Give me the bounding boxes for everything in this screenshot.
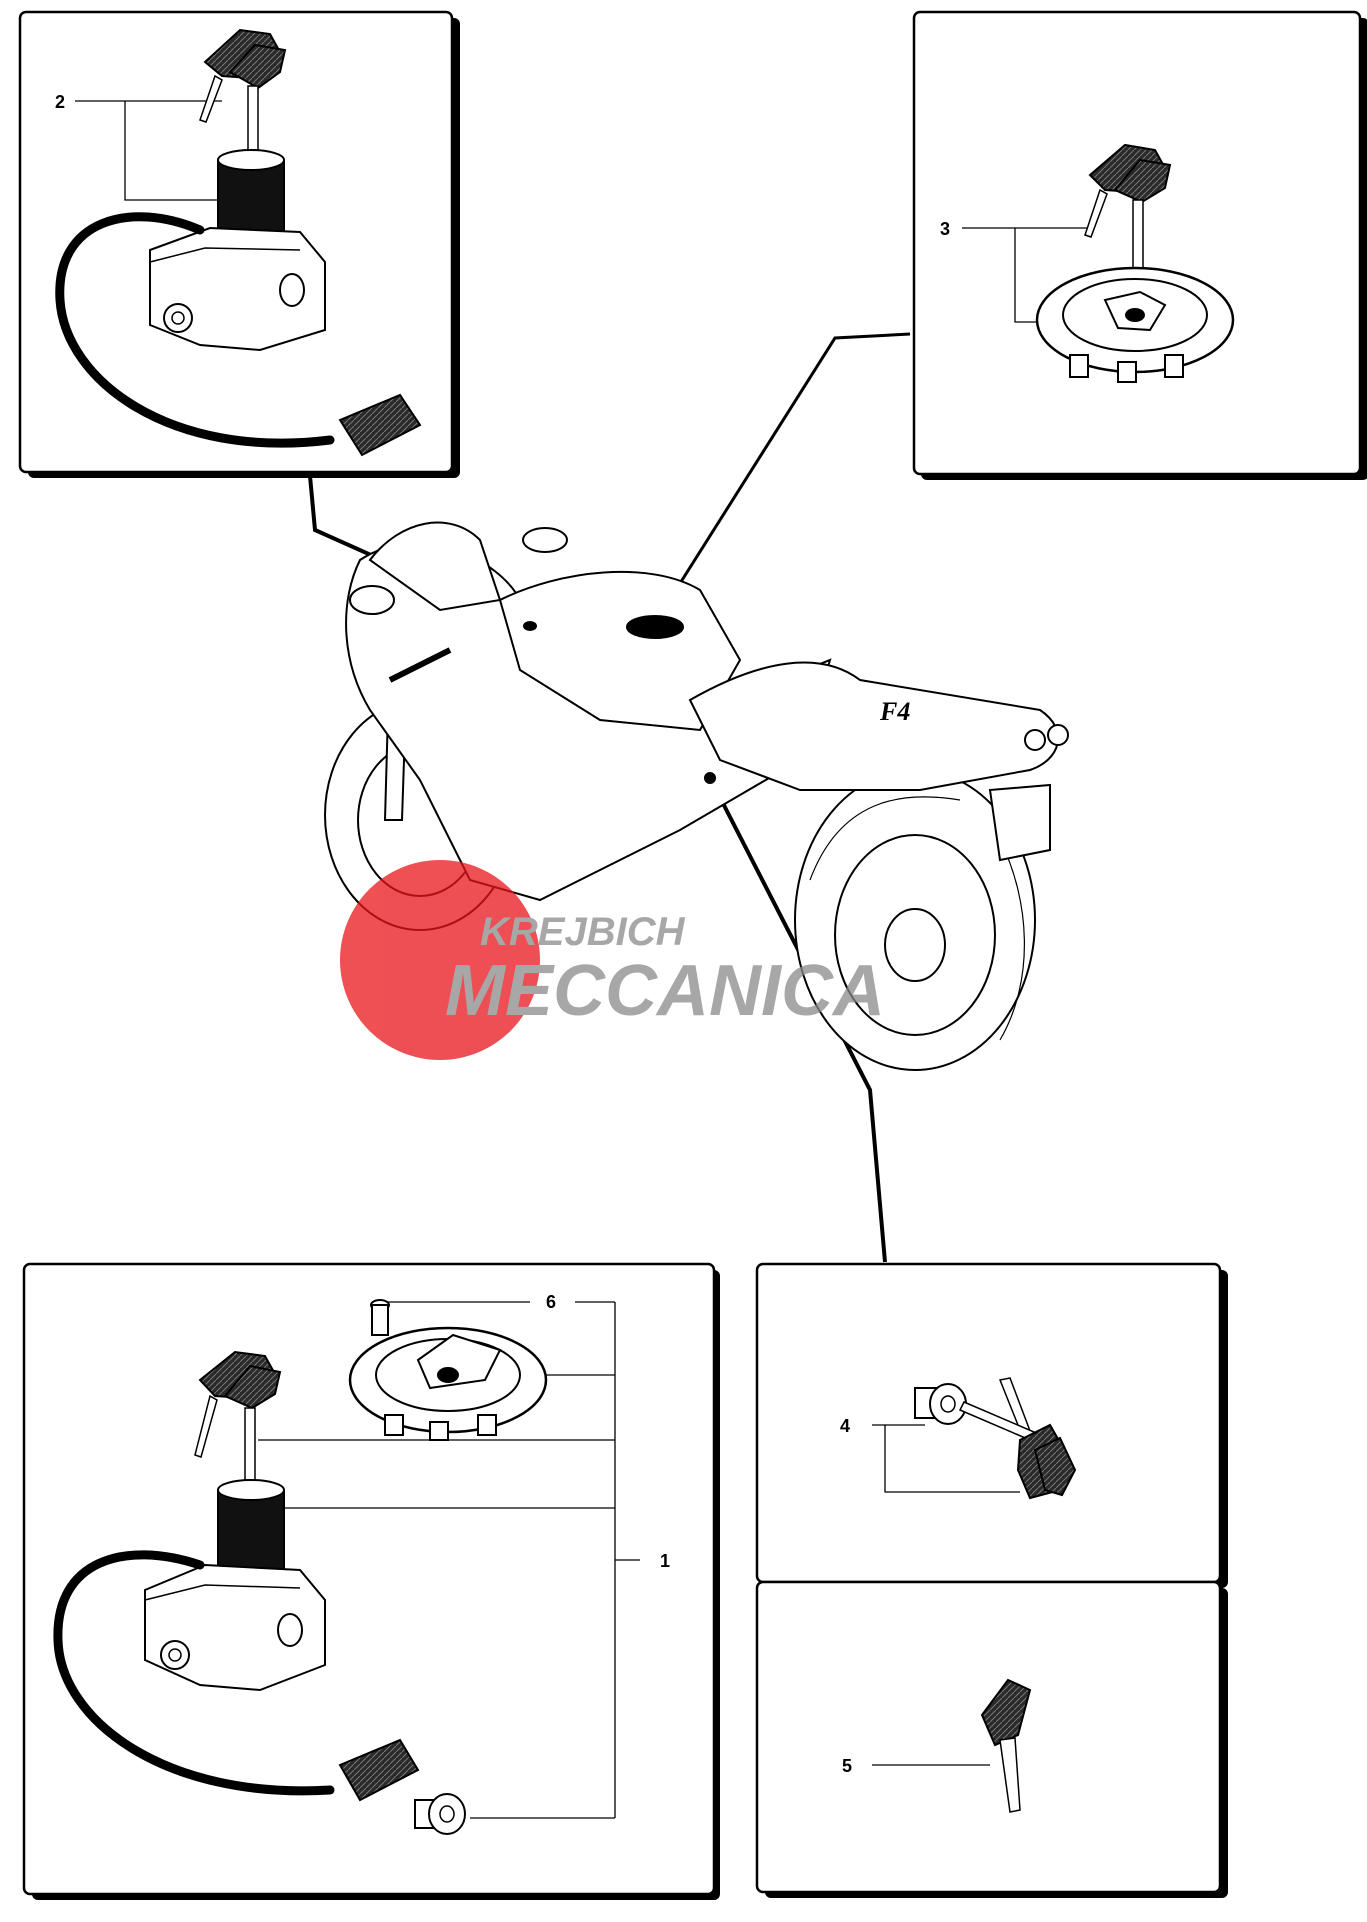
callout-1: 1 xyxy=(660,1551,670,1571)
watermark-disc xyxy=(340,860,540,1060)
box-5-frame xyxy=(755,1580,1222,1894)
watermark-logo: KREJBICH MECCANICA xyxy=(340,860,885,1060)
key-pair-icon xyxy=(194,1350,282,1481)
connector-icon xyxy=(338,393,422,457)
box-lock-set: 6 1 xyxy=(22,1262,720,1900)
seat-tail xyxy=(688,661,1060,791)
tank-badge: F4 xyxy=(879,697,910,726)
watermark-line2: MECCANICA xyxy=(445,951,885,1031)
screw-icon xyxy=(370,1299,390,1336)
box-1-leaders xyxy=(258,1301,640,1819)
lock-barrel-icon xyxy=(414,1793,466,1835)
lock-barrel-icon xyxy=(914,1383,967,1425)
box-fuel-cap: 3 xyxy=(912,10,1367,480)
fuel-cap-icon xyxy=(348,1326,548,1441)
box-seat-lock: 4 xyxy=(755,1262,1228,1588)
wiring-cable xyxy=(55,212,335,448)
box-2-leader xyxy=(75,100,225,201)
leader-box-4 xyxy=(708,777,887,1263)
ignition-switch-icon xyxy=(149,149,326,352)
callout-2: 2 xyxy=(55,92,65,112)
blank-key-icon xyxy=(980,1678,1032,1813)
key-pair-icon xyxy=(1084,143,1172,276)
key-pair-icon xyxy=(958,1377,1077,1500)
callout-5: 5 xyxy=(842,1756,852,1776)
box-4-leader xyxy=(872,1424,1020,1493)
watermark-line1: KREJBICH xyxy=(480,910,686,954)
callout-4: 4 xyxy=(840,1416,850,1436)
box-ignition-switch: 2 xyxy=(18,10,460,478)
callout-6: 6 xyxy=(546,1292,556,1312)
box-blank-key: 5 xyxy=(755,1580,1228,1898)
ignition-switch-icon xyxy=(144,1479,326,1692)
callout-3: 3 xyxy=(940,219,950,239)
wiring-cable xyxy=(53,1550,335,1796)
motorcycle-illustration: F4 xyxy=(324,521,1069,1071)
fuel-cap-icon xyxy=(1035,266,1235,383)
box-1-frame xyxy=(22,1262,716,1896)
connector-icon xyxy=(338,1738,420,1802)
leader-box-3 xyxy=(658,332,911,616)
key-pair-icon xyxy=(199,28,287,151)
